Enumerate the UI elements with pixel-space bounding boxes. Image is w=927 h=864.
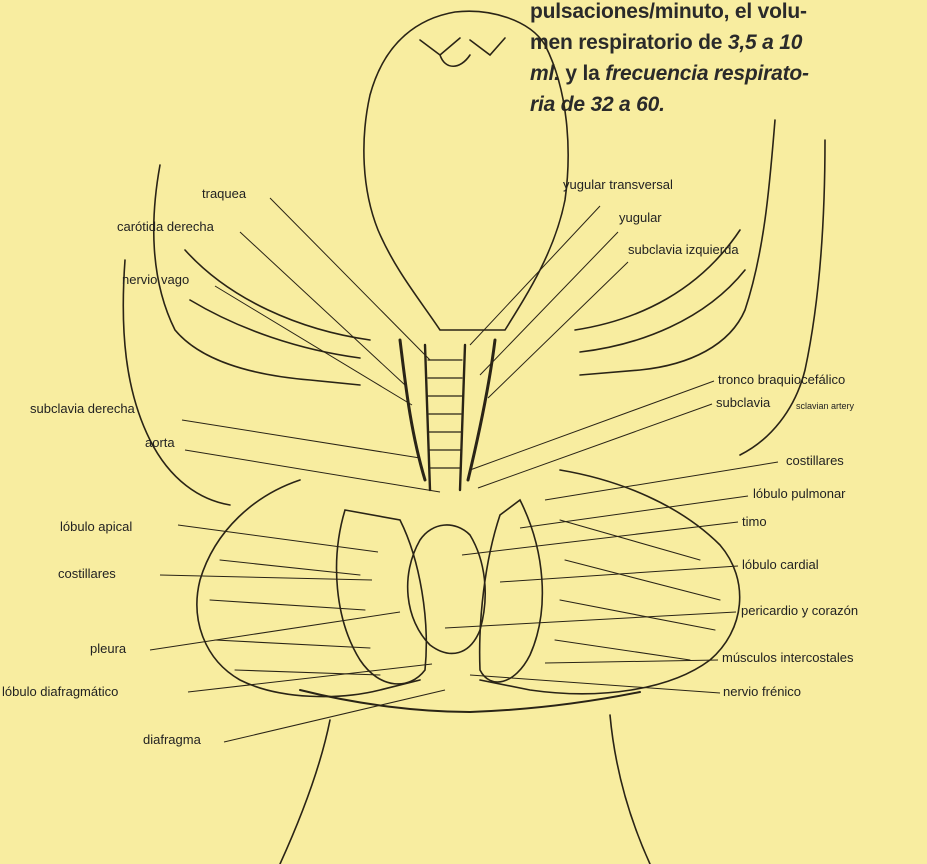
- label-diafragma: diafragma: [143, 732, 201, 748]
- label-timo: timo: [742, 514, 767, 530]
- leader-frenico: [470, 675, 720, 693]
- label-lobulo-diafragmatico: lóbulo diafragmático: [2, 684, 118, 700]
- right-lung: [480, 500, 543, 682]
- leader-lines-right: [445, 206, 778, 693]
- label-costillares-izquierda: costillares: [58, 566, 116, 582]
- label-lobulo-apical: lóbulo apical: [60, 519, 132, 535]
- left-limb-outline: [123, 260, 230, 505]
- label-lobulo-pulmonar: lóbulo pulmonar: [753, 486, 846, 502]
- label-costillares-derecha: costillares: [786, 453, 844, 469]
- leader-lobulo-pulmonar: [520, 496, 748, 528]
- label-subclavian-artery: sclavian artery: [796, 398, 854, 414]
- label-yugular-transversal: yugular transversal: [563, 177, 673, 193]
- heart: [408, 525, 486, 653]
- trachea-rings: [428, 360, 462, 468]
- left-lung: [337, 510, 427, 684]
- abdomen-right: [610, 715, 650, 864]
- nose-marks: [420, 38, 505, 66]
- leader-timo: [462, 522, 738, 555]
- label-carotida-derecha: carótida derecha: [117, 219, 214, 235]
- leader-yugular: [480, 232, 618, 375]
- label-musculos-intercostales: músculos intercostales: [722, 650, 854, 666]
- leader-aorta: [185, 450, 440, 492]
- leader-lines-left: [150, 198, 445, 742]
- label-tronco-braquiocefalico: tronco braquiocefálico: [718, 372, 845, 388]
- leader-subclavia-der: [182, 420, 420, 458]
- label-pericardio-y-corazon: pericardio y corazón: [741, 603, 858, 619]
- leader-tronco: [470, 381, 714, 470]
- leader-traquea: [270, 198, 430, 360]
- label-pleura: pleura: [90, 641, 126, 657]
- label-nervio-frenico: nervio frénico: [723, 684, 801, 700]
- neck-muscle-right: [468, 340, 495, 480]
- leader-musculos: [545, 660, 718, 663]
- label-yugular: yugular: [619, 210, 662, 226]
- leader-pleura: [150, 612, 400, 650]
- leader-subclavia: [478, 404, 712, 488]
- neck-muscle-left: [400, 340, 425, 480]
- label-lobulo-cardial: lóbulo cardial: [742, 557, 819, 573]
- leader-lobulo-cardial: [500, 566, 738, 582]
- left-ribcage: [197, 480, 420, 697]
- label-subclavia: subclavia: [716, 395, 770, 411]
- leader-costillares-izq: [160, 575, 372, 580]
- leader-yug-trans: [470, 206, 600, 345]
- label-subclavia-izquierda: subclavia izquierda: [628, 242, 739, 258]
- leader-subclavia-izq: [488, 262, 628, 398]
- leader-vago: [215, 286, 412, 405]
- label-aorta: aorta: [145, 435, 175, 451]
- label-nervio-vago: nervio vago: [122, 272, 189, 288]
- label-traquea: traquea: [202, 186, 246, 202]
- label-subclavia-derecha: subclavia derecha: [30, 401, 135, 417]
- abdomen-left: [280, 720, 330, 864]
- leader-lobulo-apical: [178, 525, 378, 552]
- leader-costillares-der: [545, 462, 778, 500]
